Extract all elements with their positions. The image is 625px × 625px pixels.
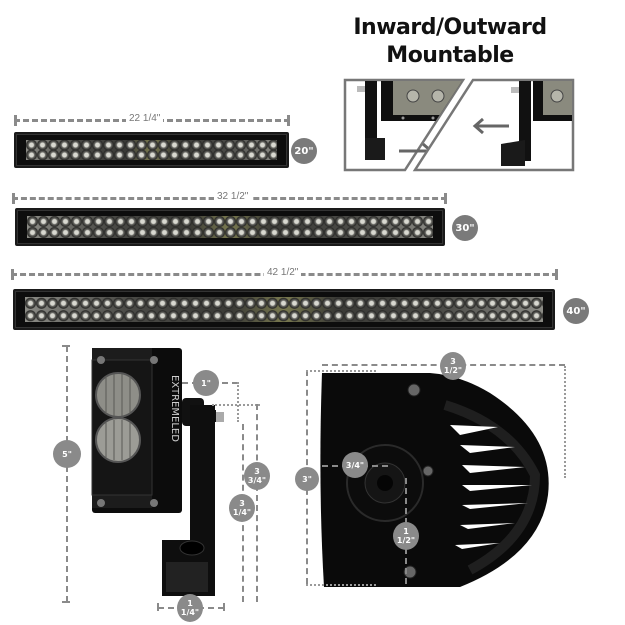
side-view-graphic: EXTREMELED (91, 348, 224, 596)
mount-orientation-illustration (343, 78, 575, 172)
end-view-illustration (310, 365, 570, 595)
bar-20-length-label: 22 1/4" (126, 113, 164, 125)
total-height-value: 5" (62, 449, 72, 459)
bracket-offset-guide (237, 382, 239, 422)
led-array (26, 140, 277, 160)
inner-height-fraction: 1/4" (232, 508, 252, 517)
total-height-line (66, 346, 68, 602)
end-width-whole: 3 (450, 357, 456, 366)
brand-text: EXTREMELED (169, 375, 180, 442)
total-height-tick-top (62, 345, 70, 347)
outer-height-badge: 3 3/4" (244, 462, 270, 490)
outer-height-line (256, 404, 258, 602)
end-width-badge: 3 1/2" (440, 352, 466, 380)
light-bar-30 (15, 208, 445, 246)
bar-40-size-badge: 40" (563, 298, 589, 324)
end-width-guide (564, 366, 566, 478)
foot-width-whole: 1 (187, 599, 193, 608)
bolt-height-fraction: 1/2" (396, 536, 416, 545)
bracket-offset-value: 1" (201, 378, 211, 388)
bolt-offset-value: 3/4" (345, 460, 365, 470)
total-height-badge: 5" (53, 440, 81, 468)
bolt-offset-badge: 3/4" (342, 452, 368, 478)
title-line-2: Mountable (386, 43, 514, 68)
outer-height-whole: 3 (254, 467, 260, 476)
end-height-value: 3" (302, 474, 312, 484)
end-cap-graphic (320, 373, 549, 587)
bar-30-length-label: 32 1/2" (214, 191, 252, 203)
side-view-illustration: EXTREMELED (0, 340, 290, 625)
outer-height-guide (212, 404, 260, 406)
outer-height-fraction: 3/4" (247, 476, 267, 485)
foot-width-tick-left (157, 603, 159, 611)
bar-40-length-label: 42 1/2" (264, 267, 302, 279)
bracket-offset-badge: 1" (193, 370, 219, 396)
bolt-height-whole: 1 (403, 527, 409, 536)
foot-width-tick-right (223, 603, 225, 611)
total-height-tick-bottom (62, 601, 70, 603)
end-height-guide-bottom (306, 584, 376, 586)
bar-30-size-badge: 30" (452, 215, 478, 241)
end-width-fraction: 1/2" (443, 366, 463, 375)
inner-height-whole: 3 (239, 499, 245, 508)
end-height-guide-top (306, 370, 376, 372)
bar-20-size-badge: 20" (291, 138, 317, 164)
led-array (25, 297, 543, 322)
mount-orientation-panel (343, 78, 575, 172)
end-height-badge: 3" (295, 467, 319, 491)
inner-height-badge: 3 1/4" (229, 494, 255, 522)
foot-width-badge: 1 1/4" (177, 594, 203, 622)
title-line-1: Inward/Outward (353, 15, 547, 40)
light-bar-40 (13, 289, 555, 330)
bolt-height-badge: 1 1/2" (393, 522, 419, 550)
led-array (27, 216, 433, 238)
light-bar-20 (14, 132, 289, 168)
foot-width-fraction: 1/4" (180, 608, 200, 617)
